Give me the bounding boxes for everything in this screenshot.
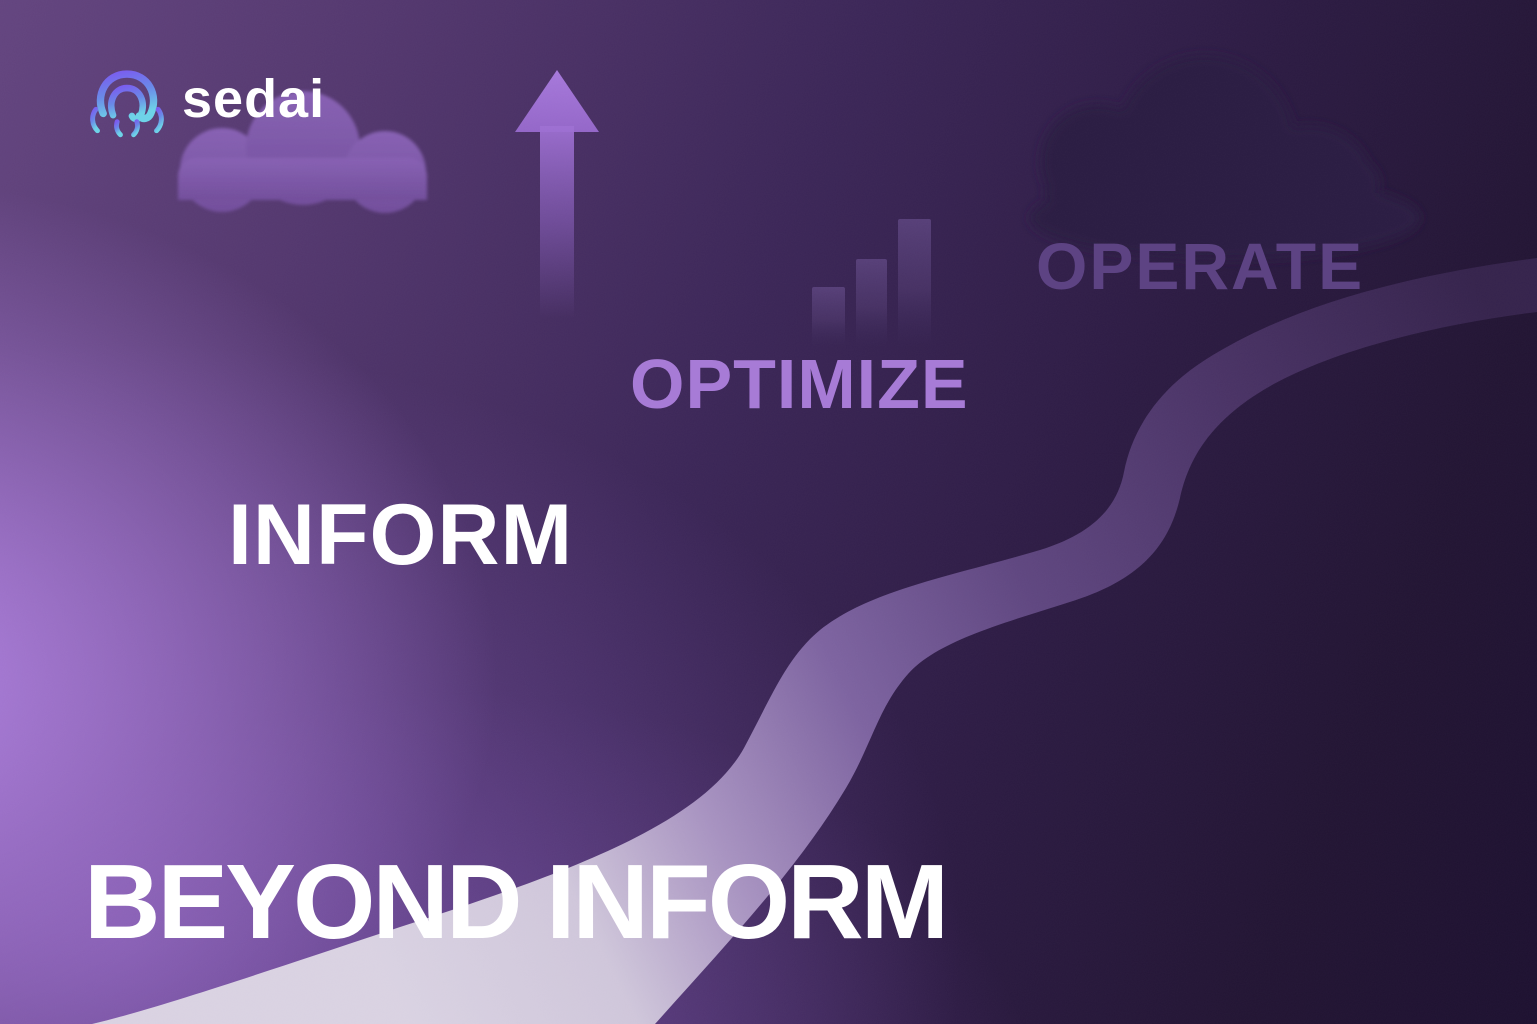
brand-name: sedai	[182, 69, 326, 129]
stage-label-optimize: OPTIMIZE	[630, 345, 969, 423]
sedai-logo: sedai	[86, 62, 325, 142]
stage-label-operate: OPERATE	[1036, 229, 1365, 303]
headline-title: BEYOND INFORM	[84, 843, 949, 961]
stage-label-inform: INFORM	[228, 487, 574, 583]
sedai-octopus-logo-icon	[90, 70, 164, 138]
